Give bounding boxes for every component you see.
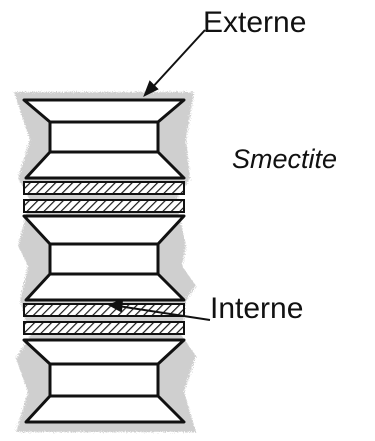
interlayer-2: [24, 200, 184, 212]
externe-arrow: [145, 30, 205, 95]
interne-label: Interne: [210, 292, 303, 326]
externe-label: Externe: [203, 6, 306, 40]
smectite-label: Smectite: [232, 144, 337, 175]
interlayer-1: [24, 182, 184, 194]
interlayer-3: [24, 304, 184, 316]
interlayer-4: [24, 322, 184, 334]
